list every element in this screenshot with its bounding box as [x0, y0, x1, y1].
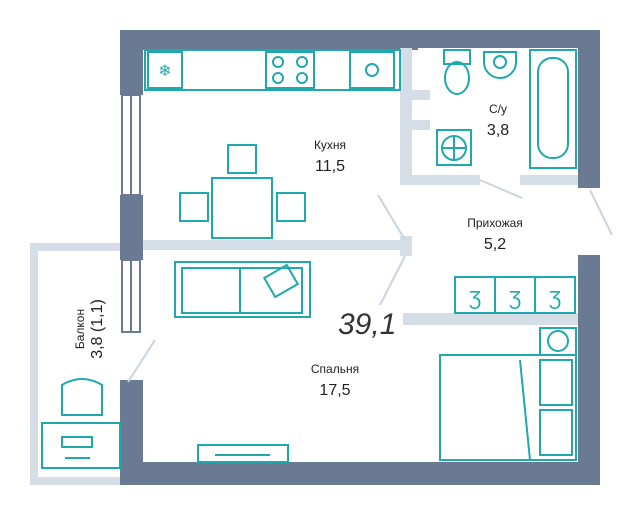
toilet-icon — [443, 49, 471, 95]
room-label-balcony: Балкон 3,8 (1,1) — [73, 279, 107, 379]
room-area: 3,8 — [486, 122, 510, 139]
stove-icon — [265, 51, 315, 89]
shower-drain-icon — [436, 129, 472, 166]
door-swings — [127, 179, 613, 383]
sofa-icon — [174, 261, 311, 318]
nightstand-icon — [539, 327, 577, 356]
room-name: Балкон — [73, 308, 87, 350]
furniture: ❄ Ʒ Ʒ Ʒ — [41, 49, 577, 469]
fridge-icon: ❄ — [147, 51, 183, 89]
room-area: 5,2 — [483, 236, 507, 253]
room-name: Прихожая — [467, 216, 523, 230]
kitchen-counter — [144, 49, 401, 91]
bathtub-icon — [529, 49, 577, 169]
windows — [121, 94, 141, 333]
total-area: 39,1 — [338, 308, 397, 341]
room-name: Спальня — [310, 362, 360, 376]
room-area: 11,5 — [315, 158, 345, 175]
room-label-bedroom: Спальня 17,5 — [300, 362, 370, 400]
room-label-bathroom: С/у 3,8 — [478, 102, 518, 140]
room-area: 3,8 (1,1) — [89, 299, 106, 359]
svg-text:Ʒ: Ʒ — [509, 288, 521, 310]
svg-text:❄: ❄ — [158, 63, 171, 80]
room-area: 17,5 — [319, 382, 351, 399]
svg-text:Ʒ: Ʒ — [469, 288, 481, 310]
room-name: С/у — [489, 102, 507, 116]
room-label-kitchen: Кухня 11,5 — [305, 138, 355, 176]
sink-icon — [349, 51, 395, 89]
bed-icon — [439, 354, 577, 461]
dining-table — [179, 144, 306, 239]
room-name: Кухня — [313, 138, 347, 152]
room-label-hallway: Прихожая 5,2 — [455, 216, 535, 254]
partition-walls — [30, 48, 578, 485]
svg-text:Ʒ: Ʒ — [549, 288, 561, 310]
exterior-walls — [120, 30, 600, 485]
tv-stand-icon — [197, 444, 289, 463]
washbasin-icon — [483, 51, 517, 79]
balcony-desk — [41, 378, 121, 469]
